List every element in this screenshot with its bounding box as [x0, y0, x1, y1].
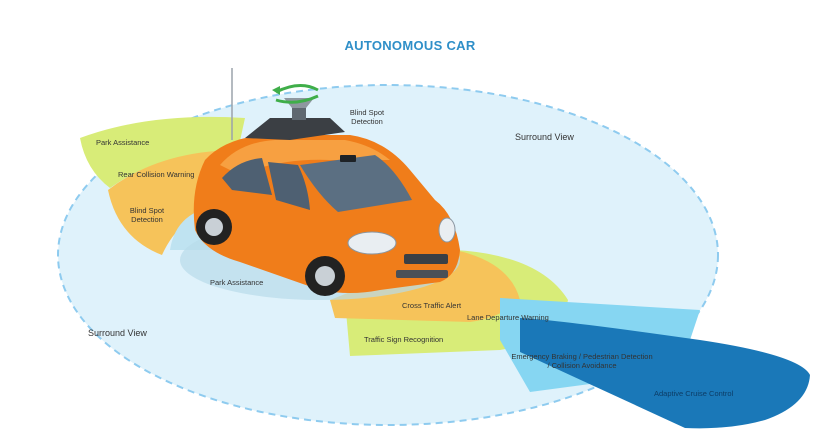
label-rear-collision-warning: Rear Collision Warning: [118, 170, 195, 179]
label-blind-spot-left: Blind Spot Detection: [126, 206, 168, 224]
page-title: AUTONOMOUS CAR: [344, 38, 476, 53]
car-grille: [404, 254, 448, 264]
label-lane-departure-warning: Lane Departure Warning: [467, 313, 549, 322]
rear-park-assistance-zone: [80, 116, 245, 188]
label-cross-traffic-alert: Cross Traffic Alert: [402, 301, 462, 310]
label-emergency-braking-line1: Emergency Braking / Pedestrian Detection: [511, 352, 653, 361]
label-surround-view-left: Surround View: [88, 328, 147, 338]
car-hubcap-front: [315, 266, 335, 286]
windshield-camera-icon: [340, 155, 356, 162]
label-park-assistance-front: Park Assistance: [210, 278, 264, 287]
label-blind-spot-left-line1: Blind Spot: [129, 206, 165, 215]
car-windshield: [300, 155, 412, 212]
label-blind-spot-top: Blind Spot Detection: [343, 108, 391, 126]
car: [193, 68, 460, 296]
label-blind-spot-top-line2: Detection: [351, 117, 383, 126]
label-traffic-sign-recognition: Traffic Sign Recognition: [364, 335, 444, 344]
rotating-lidar-icon: [272, 84, 319, 120]
label-park-assistance-rear: Park Assistance: [96, 138, 150, 147]
label-emergency-braking: Emergency Braking / Pedestrian Detection…: [504, 352, 660, 370]
car-headlight-right: [438, 217, 456, 243]
car-roof-rack: [245, 118, 345, 140]
label-blind-spot-top-line1: Blind Spot: [349, 108, 385, 117]
car-side-window: [222, 158, 272, 195]
label-blind-spot-left-line2: Detection: [131, 215, 163, 224]
car-lower-grille: [396, 270, 448, 278]
car-side-window-rear: [268, 162, 310, 210]
label-surround-view-top: Surround View: [515, 132, 574, 142]
car-hubcap-rear: [205, 218, 223, 236]
label-adaptive-cruise-control: Adaptive Cruise Control: [654, 389, 734, 398]
label-emergency-braking-line2: / Collision Avoidance: [547, 361, 617, 370]
adaptive-cruise-control-zone: [520, 318, 810, 429]
car-headlight-left: [347, 231, 397, 255]
